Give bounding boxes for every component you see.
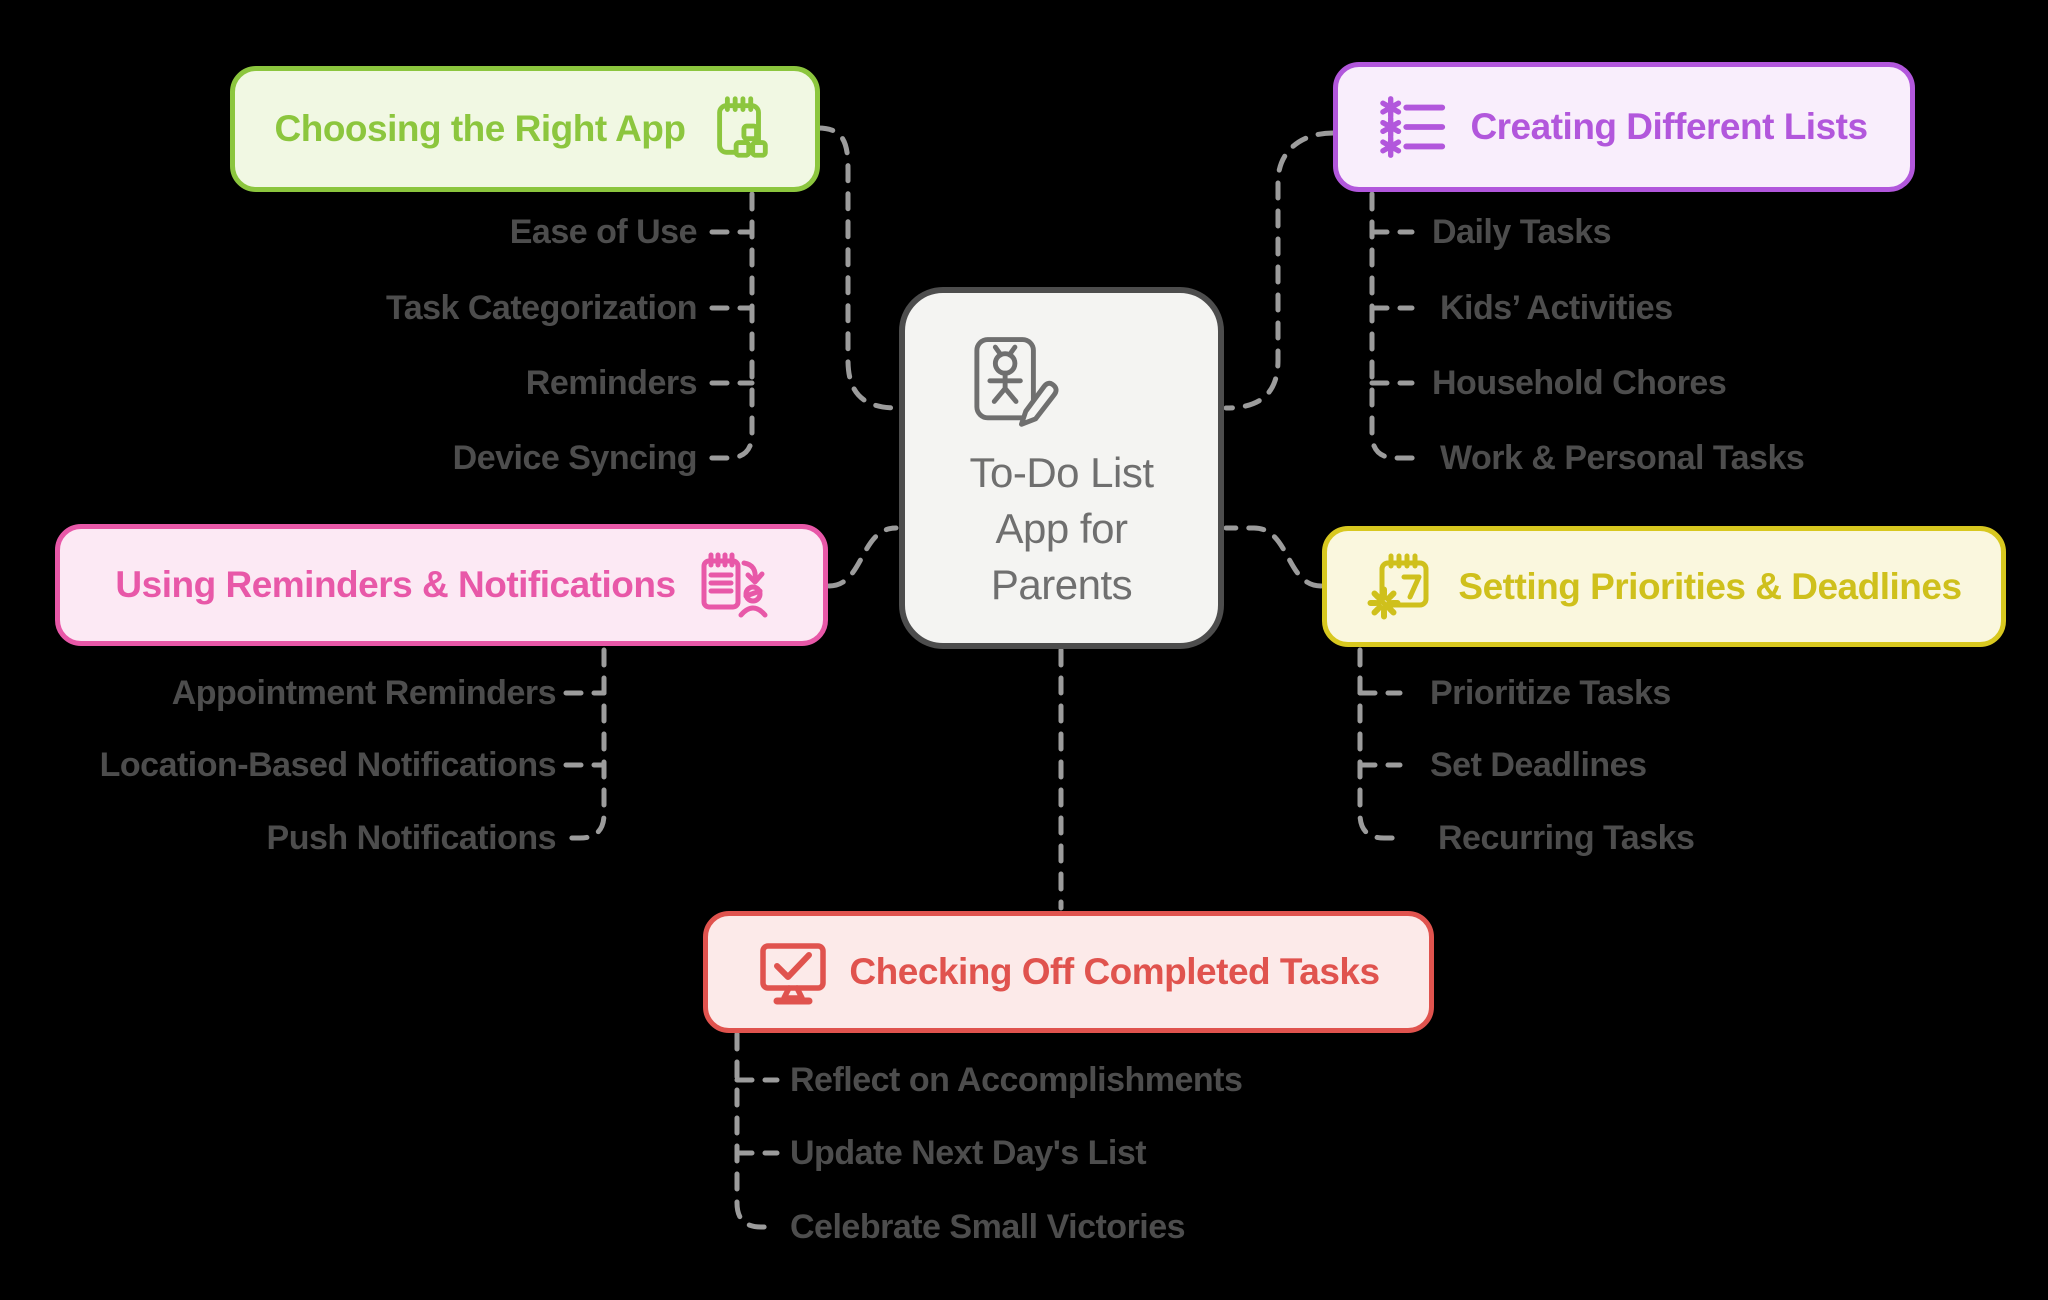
bulleted-list-icon xyxy=(1380,92,1450,162)
center-node-todo-app: To-Do List App for Parents xyxy=(899,287,1224,649)
person-pencil-card-icon xyxy=(961,333,1071,438)
leaf-update-next-days-list: Update Next Day's List xyxy=(790,1134,1147,1172)
leaf-location-based-notifications: Location-Based Notifications xyxy=(99,746,557,784)
connector-priorities-to-center xyxy=(1223,525,1324,589)
leaf-set-deadlines: Set Deadlines xyxy=(1430,746,1647,784)
leaf-celebrate-small-victories: Celebrate Small Victories xyxy=(790,1208,1186,1246)
branch-setting-priorities-deadlines: Setting Priorities & Deadlines xyxy=(1322,526,2006,647)
leaf-household-chores: Household Chores xyxy=(1432,364,1727,402)
notepad-hierarchy-icon xyxy=(706,94,776,164)
monitor-check-icon xyxy=(757,936,829,1008)
connector-choosing-app-to-center xyxy=(815,125,900,411)
leaf-daily-tasks: Daily Tasks xyxy=(1432,213,1612,251)
branch-label: Using Reminders & Notifications xyxy=(115,564,676,605)
leaf-prioritize-tasks: Prioritize Tasks xyxy=(1430,674,1671,712)
tree-creating-lists xyxy=(1369,191,1417,461)
clipboard-sync-person-icon xyxy=(696,549,768,621)
center-label: To-Do List App for Parents xyxy=(905,445,1218,613)
branch-label: Creating Different Lists xyxy=(1470,106,1868,147)
leaf-recurring-tasks: Recurring Tasks xyxy=(1438,819,1695,857)
leaf-reflect-on-accomplishments: Reflect on Accomplishments xyxy=(790,1061,1243,1099)
leaf-work-personal-tasks: Work & Personal Tasks xyxy=(1440,439,1805,477)
branch-creating-different-lists: Creating Different Lists xyxy=(1333,62,1915,192)
tree-reminders xyxy=(563,647,607,841)
tree-choosing-app xyxy=(707,191,755,461)
leaf-reminders: Reminders xyxy=(525,364,698,402)
leaf-device-syncing: Device Syncing xyxy=(452,439,698,477)
leaf-push-notifications: Push Notifications xyxy=(266,819,557,857)
leaf-appointment-reminders: Appointment Reminders xyxy=(171,674,557,712)
calendar-gear-icon xyxy=(1366,551,1438,623)
branch-label: Checking Off Completed Tasks xyxy=(849,951,1380,992)
branch-checking-off-completed-tasks: Checking Off Completed Tasks xyxy=(703,911,1434,1033)
leaf-kids-activities: Kids’ Activities xyxy=(1440,289,1673,327)
branch-using-reminders-notifications: Using Reminders & Notifications xyxy=(55,524,828,646)
branch-label: Choosing the Right App xyxy=(274,108,687,149)
leaf-task-categorization: Task Categorization xyxy=(385,289,698,327)
leaf-ease-of-use: Ease of Use xyxy=(509,213,698,251)
connector-creating-lists-to-center xyxy=(1223,130,1336,411)
center-label-line2: App for xyxy=(995,505,1128,552)
center-label-line1: To-Do List xyxy=(969,449,1154,496)
center-label-line3: Parents xyxy=(990,561,1133,608)
tree-checking-off xyxy=(734,1031,780,1230)
branch-choosing-the-right-app: Choosing the Right App xyxy=(230,66,820,192)
tree-priorities xyxy=(1357,647,1403,841)
connector-reminders-to-center xyxy=(826,525,899,589)
branch-label: Setting Priorities & Deadlines xyxy=(1458,565,1962,607)
